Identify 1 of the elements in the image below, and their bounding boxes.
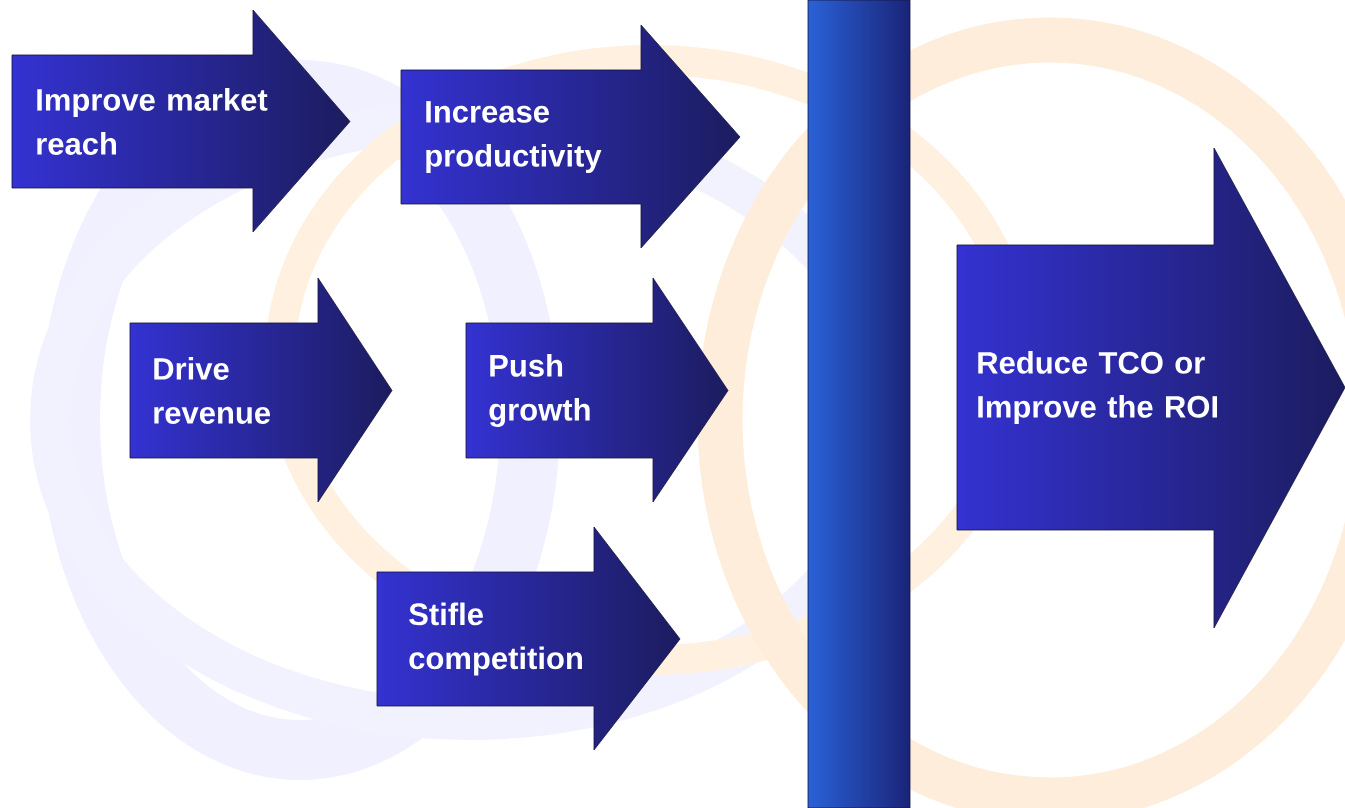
vertical-bar — [807, 0, 911, 808]
